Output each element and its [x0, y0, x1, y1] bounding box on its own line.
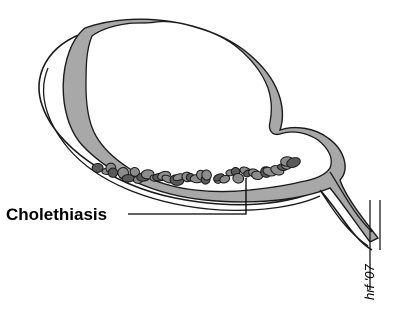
artist-signature: hrf '07 — [362, 264, 377, 300]
cholethiasis-label: Cholethiasis — [6, 205, 107, 224]
gallstone — [108, 168, 118, 178]
gallbladder-wall — [39, 19, 380, 290]
